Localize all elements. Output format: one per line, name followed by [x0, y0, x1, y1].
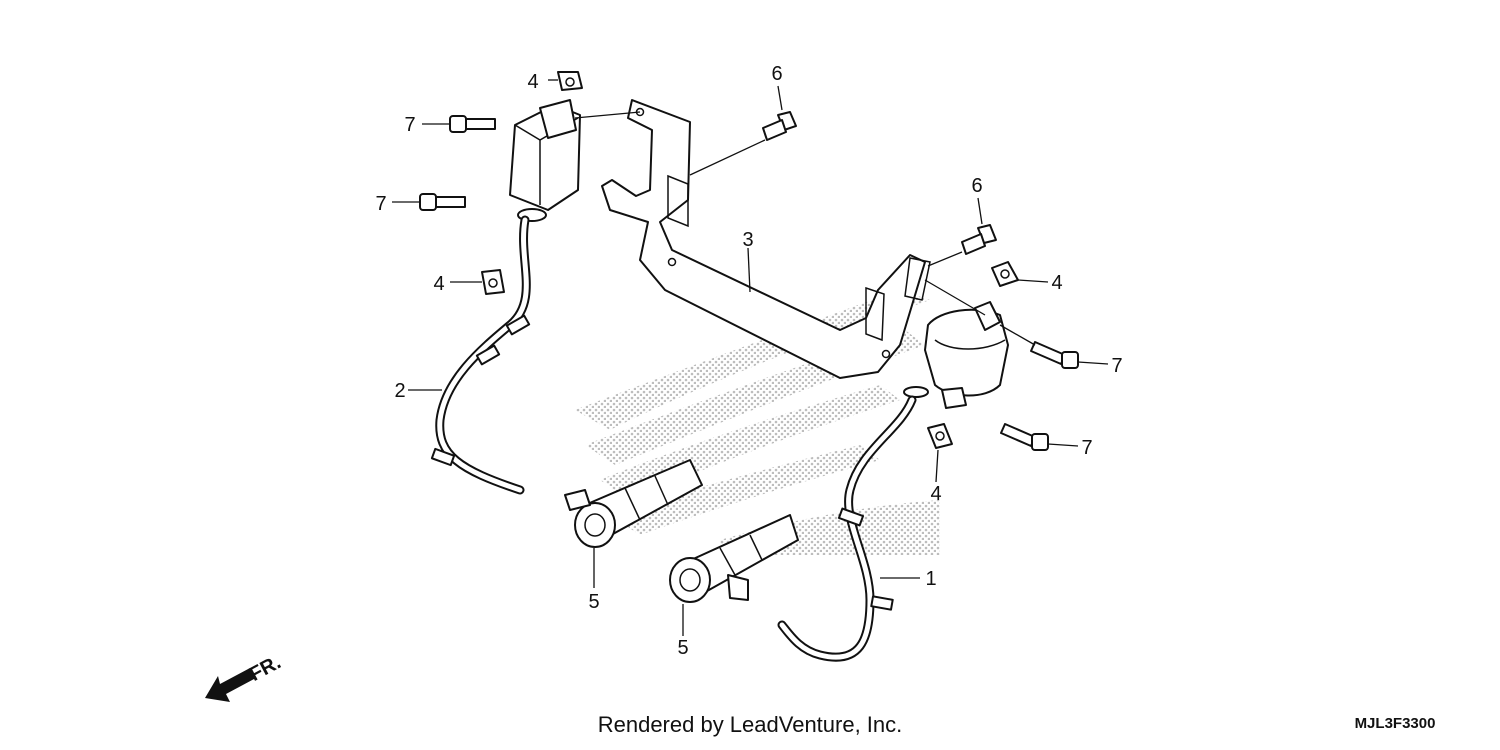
bolt-7-upper-2 — [419, 193, 466, 211]
callout-7-lower-1: 7 — [1111, 355, 1122, 377]
callout-7-upper-1: 7 — [404, 114, 415, 136]
high-tension-cord-upper — [430, 215, 531, 495]
ignition-coil-lower — [903, 301, 1009, 409]
callout-7-lower-2: 7 — [1081, 437, 1092, 459]
callout-7-upper-2: 7 — [375, 193, 386, 215]
callout-2: 2 — [394, 380, 405, 402]
callout-4-right: 4 — [1051, 272, 1062, 294]
arrow-left-down-icon — [205, 668, 256, 702]
high-tension-cord-lower — [777, 395, 917, 662]
callout-4-bottom: 4 — [930, 483, 941, 505]
nut-4-left — [481, 269, 505, 295]
watermark-logo — [575, 290, 940, 555]
front-direction-arrow: FR. — [205, 651, 285, 702]
bolt-7-upper-1 — [449, 115, 496, 133]
callouts: 4 7 7 4 2 6 3 6 4 7 7 4 1 5 5 — [375, 63, 1122, 659]
callout-4-left: 4 — [433, 273, 444, 295]
callout-3: 3 — [742, 229, 753, 251]
nut-4-top — [557, 71, 583, 91]
bolt-7-lower-2 — [1000, 423, 1049, 451]
spark-plug-cap-right — [669, 514, 799, 603]
callout-4-top: 4 — [527, 71, 538, 93]
callout-5-right: 5 — [677, 637, 688, 659]
callout-1: 1 — [925, 568, 936, 590]
callout-5-left: 5 — [588, 591, 599, 613]
bolt-6-lower — [961, 224, 997, 255]
leader-lines — [392, 79, 1109, 636]
render-credit: Rendered by LeadVenture, Inc. — [598, 712, 903, 737]
diagram-code: MJL3F3300 — [1355, 715, 1436, 732]
ignition-coil-stay — [601, 99, 931, 379]
callout-6-upper: 6 — [771, 63, 782, 85]
ignition-coil-upper — [509, 99, 581, 222]
bolt-6-upper — [762, 111, 797, 141]
nut-4-right — [991, 261, 1019, 287]
callout-6-lower: 6 — [971, 175, 982, 197]
front-label: FR. — [246, 651, 285, 686]
nut-4-bottom — [927, 423, 953, 449]
bolt-7-lower-1 — [1030, 341, 1079, 369]
spark-plug-cap-left — [564, 459, 703, 548]
